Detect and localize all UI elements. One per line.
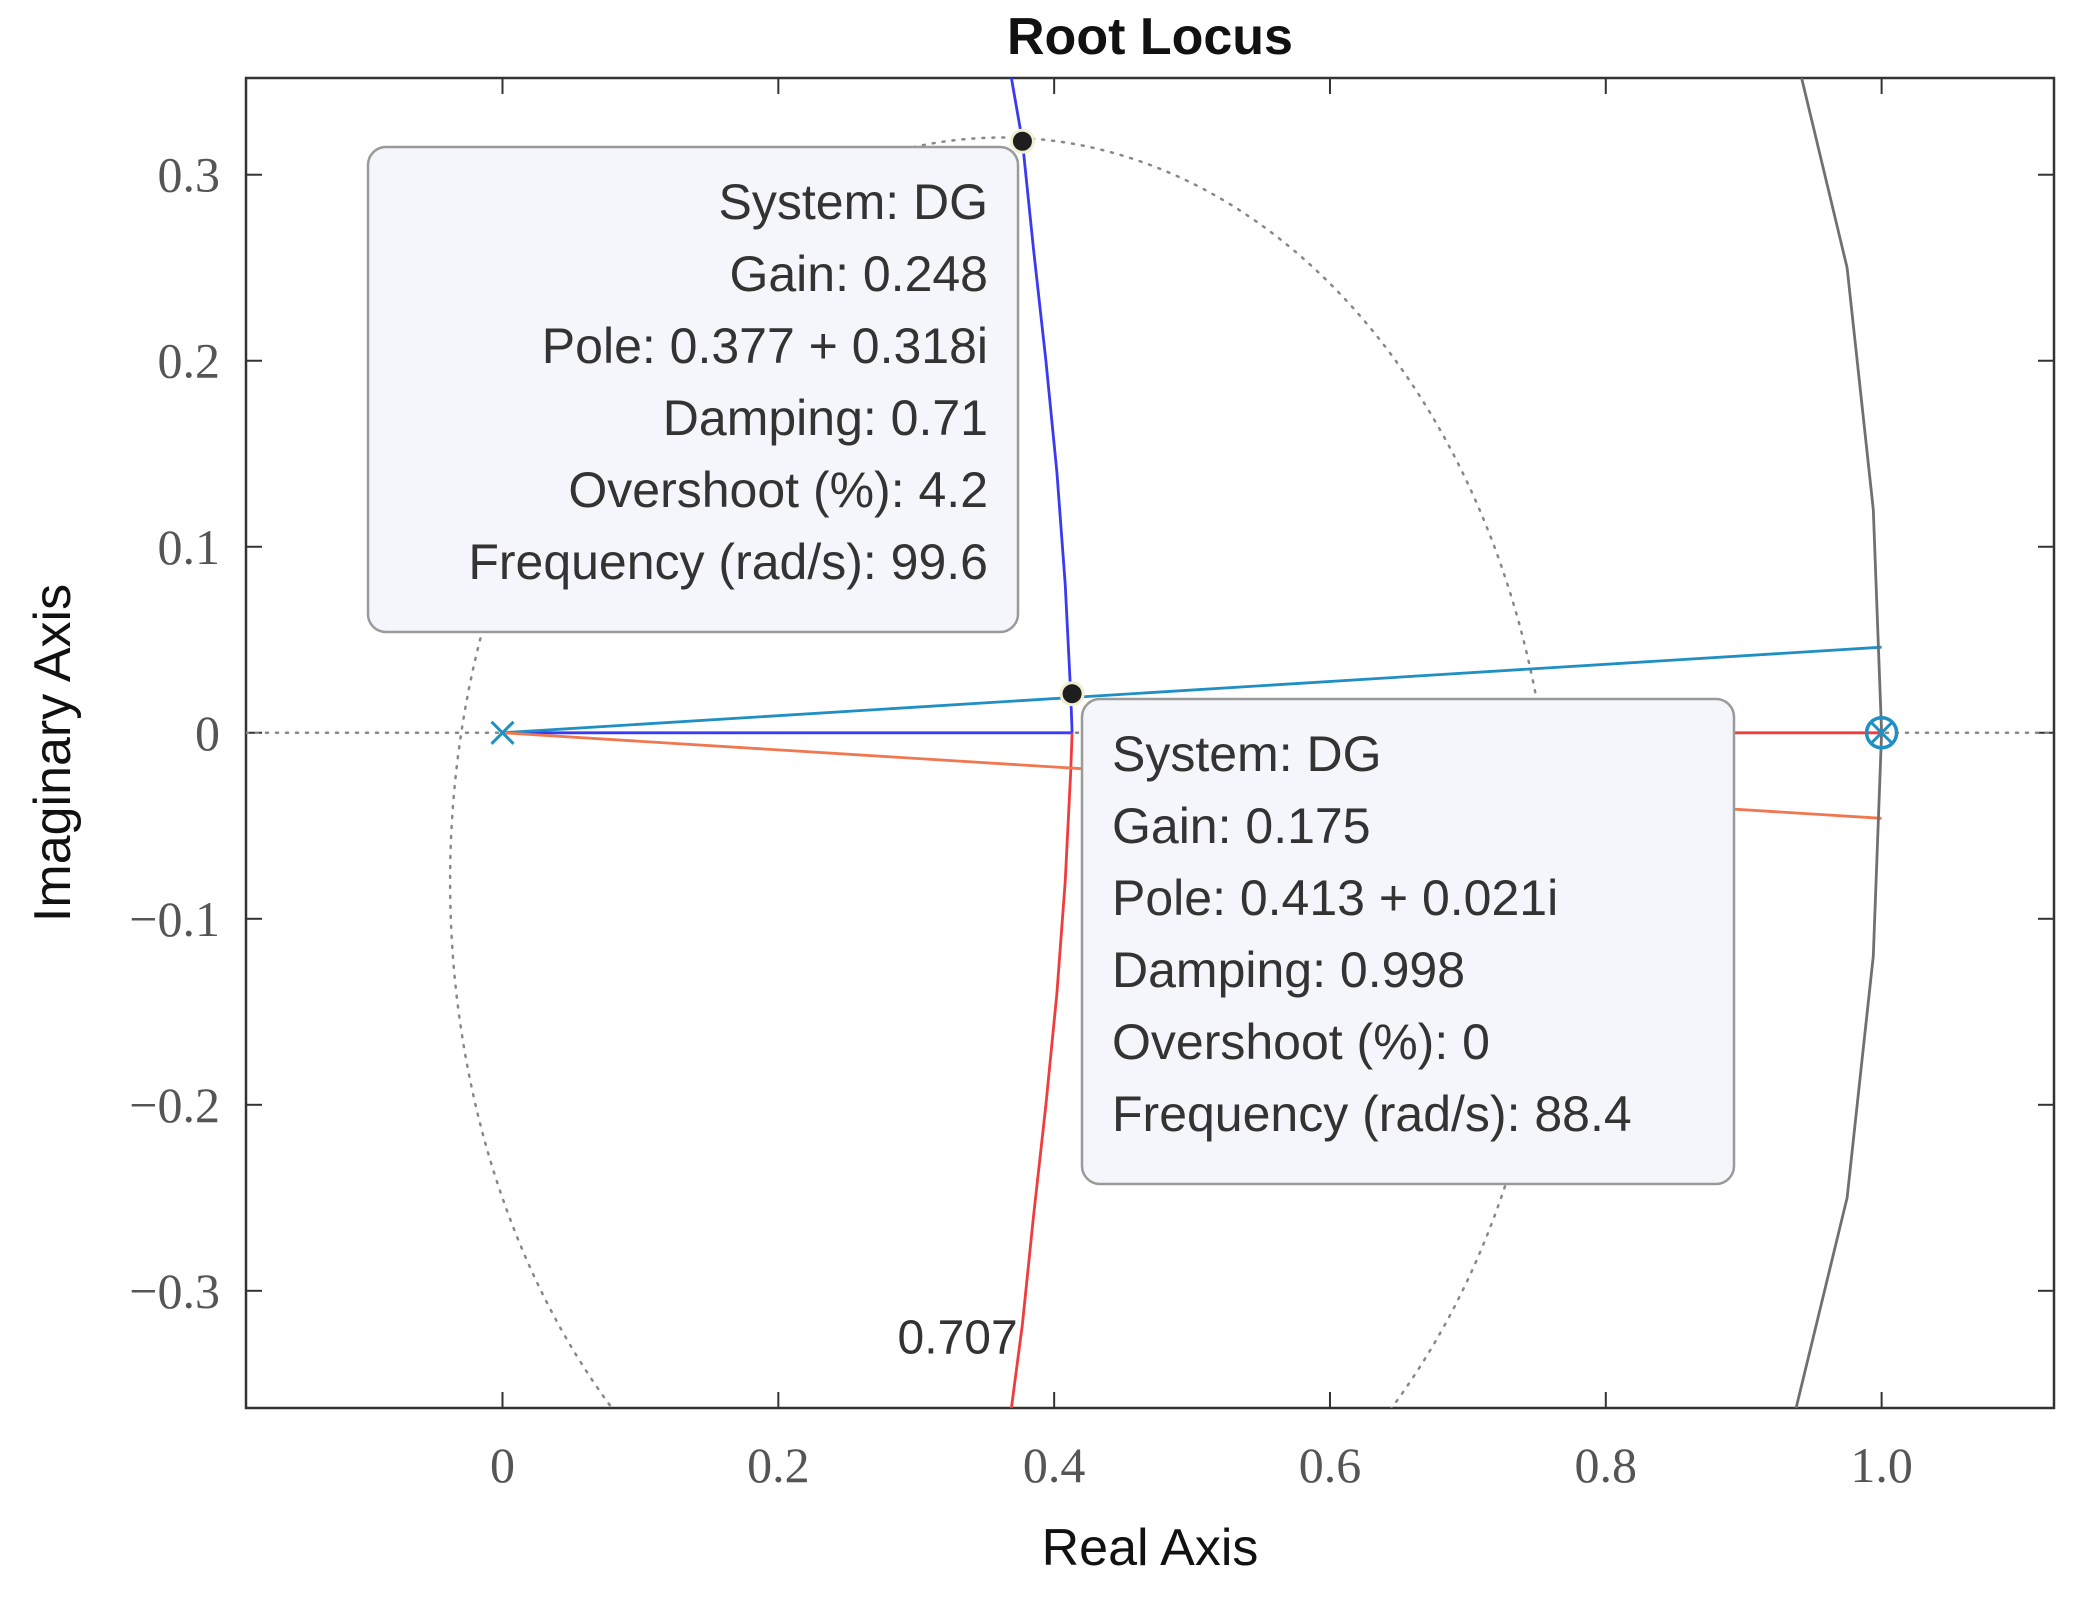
datatip-2-line-3: Pole: 0.413 + 0.021i (1112, 870, 1558, 926)
y-tick-label: −0.1 (129, 891, 220, 947)
axes-frame (244, 76, 2056, 1410)
zero-marker-stroke-b (1870, 721, 1893, 744)
locus-branch-2 (1010, 78, 1074, 733)
locus-branch-3 (1010, 732, 1074, 1408)
x-tick-label: 0.8 (1575, 1437, 1638, 1493)
pole-marker-stroke-b (490, 720, 515, 745)
datatip-1-line-1: System: DG (719, 174, 988, 230)
x-tick-label: 0.4 (1023, 1437, 1086, 1493)
datatip-1-line-6: Frequency (rad/s): 99.6 (468, 534, 988, 590)
x-axis-label: Real Axis (1042, 1519, 1259, 1577)
zero-marker-circle (1864, 716, 1899, 750)
datatip-2-line-1: System: DG (1112, 726, 1381, 782)
x-tick-label: 1.0 (1850, 1437, 1913, 1493)
chart-title: Root Locus (1007, 8, 1293, 66)
x-tick-label: 0.2 (747, 1437, 810, 1493)
y-tick-label: −0.2 (129, 1077, 220, 1133)
datatip-2-line-6: Frequency (rad/s): 88.4 (1112, 1086, 1632, 1142)
y-axis-label: Imaginary Axis (24, 584, 82, 922)
datatip-1-line-3: Pole: 0.377 + 0.318i (542, 318, 988, 374)
locus-branch-5 (502, 645, 1882, 735)
y-tick-label: 0.1 (158, 519, 221, 575)
y-tick-label: 0 (195, 705, 220, 761)
y-tick-label: 0.3 (158, 147, 221, 203)
datatip-2-line-5: Overshoot (%): 0 (1112, 1014, 1490, 1070)
datatip-box-1 (366, 145, 1020, 634)
datatip-2-line-2: Gain: 0.175 (1112, 798, 1371, 854)
plot-area: 0 0.2 0.4 0.6 0.8 1.0 0.3 0.2 0.1 0 −0.1 −0.2 −0.3 0.… (129, 76, 2056, 1493)
datatip-1-line-2: Gain: 0.248 (729, 246, 988, 302)
datatip-2-line-4: Damping: 0.998 (1112, 942, 1465, 998)
datatip-marker-1 (1009, 128, 1035, 154)
x-tick-label: 0 (490, 1437, 515, 1493)
damping-label: 0.707 (898, 1311, 1018, 1364)
y-tick-label: −0.3 (129, 1263, 220, 1319)
y-tick-label: 0.2 (158, 333, 221, 389)
datatip-box-2 (1080, 697, 1736, 1186)
x-tick-label: 0.6 (1299, 1437, 1362, 1493)
datatip-marker-2 (1059, 681, 1085, 707)
datatip-1-line-4: Damping: 0.71 (663, 390, 988, 446)
datatip-1-line-5: Overshoot (%): 4.2 (568, 462, 988, 518)
